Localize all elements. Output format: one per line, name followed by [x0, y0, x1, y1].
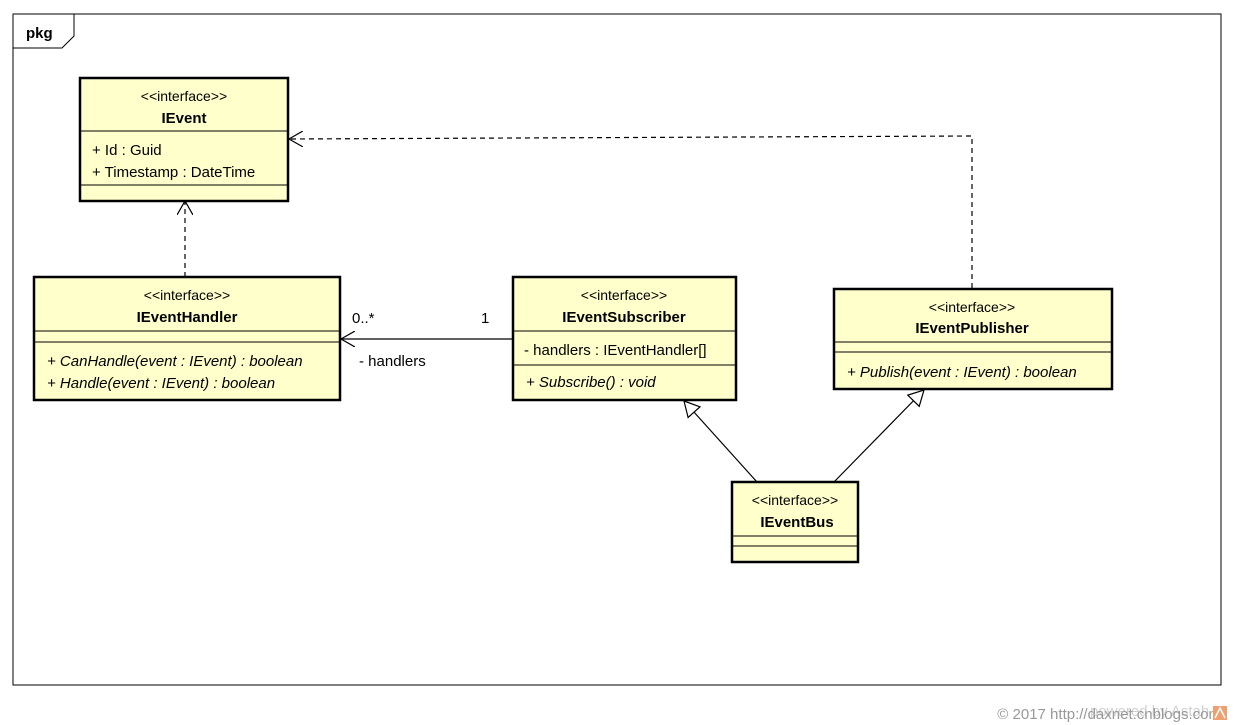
astah-watermark: powered by Astah — [1090, 703, 1209, 720]
generalization-bus-to-publisher — [833, 389, 925, 483]
multiplicity-target: 0..* — [352, 310, 375, 327]
class-ieventsubscriber[interactable]: <<interface>> IEventSubscriber - handler… — [511, 275, 738, 402]
package-label: pkg — [26, 25, 53, 42]
class-name: IEventHandler — [137, 309, 238, 326]
class-name: IEventPublisher — [915, 320, 1029, 337]
copyright-footer: © 2017 http://daxnet.cnblogs.com — [997, 706, 1221, 723]
class-name: IEventBus — [760, 514, 833, 531]
class-stereotype: <<interface>> — [144, 287, 230, 303]
attribute: + Id : Guid — [92, 142, 162, 159]
class-stereotype: <<interface>> — [581, 287, 667, 303]
class-ieventpublisher[interactable]: <<interface>> IEventPublisher + Publish(… — [832, 287, 1114, 391]
operation: + CanHandle(event : IEvent) : boolean — [47, 353, 303, 370]
astah-logo-icon — [1213, 706, 1227, 720]
generalization-bus-to-subscriber — [683, 400, 758, 483]
class-stereotype: <<interface>> — [141, 88, 227, 104]
class-name: IEvent — [161, 110, 206, 127]
multiplicity-source: 1 — [481, 310, 489, 327]
class-ieventhandler[interactable]: <<interface>> IEventHandler + CanHandle(… — [32, 275, 342, 402]
operation: + Publish(event : IEvent) : boolean — [847, 364, 1077, 381]
dependency-publisher-to-event — [289, 136, 973, 288]
class-stereotype: <<interface>> — [752, 492, 838, 508]
class-ieventbus[interactable]: <<interface>> IEventBus — [730, 480, 860, 564]
class-ievent[interactable]: <<interface>> IEvent + Id : Guid + Times… — [78, 76, 290, 203]
relationships — [185, 136, 973, 483]
attribute: + Timestamp : DateTime — [92, 164, 255, 181]
class-stereotype: <<interface>> — [929, 299, 1015, 315]
operation: + Handle(event : IEvent) : boolean — [47, 375, 275, 392]
operation: + Subscribe() : void — [526, 374, 656, 391]
class-name: IEventSubscriber — [562, 309, 686, 326]
attribute: - handlers : IEventHandler[] — [524, 342, 707, 359]
association-role-name: - handlers — [359, 353, 426, 370]
